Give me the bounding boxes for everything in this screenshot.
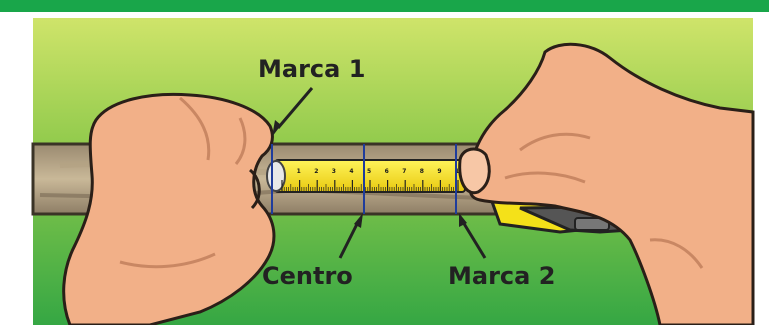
center-label: Centro <box>262 262 353 290</box>
top-bar <box>0 0 769 12</box>
tape-number: 5 <box>367 168 371 175</box>
tape-number: 6 <box>385 168 389 175</box>
mark1-label: Marca 1 <box>258 55 365 83</box>
tape-blade: 12345678910 <box>267 160 465 192</box>
tape-number: 3 <box>332 168 336 175</box>
mark2-label: Marca 2 <box>448 262 555 290</box>
tape-number: 2 <box>314 168 318 175</box>
tape-number: 1 <box>297 168 301 175</box>
tape-number: 7 <box>402 168 406 175</box>
tape-number: 4 <box>349 168 353 175</box>
tape-number: 9 <box>437 168 441 175</box>
tape-number: 8 <box>420 168 424 175</box>
